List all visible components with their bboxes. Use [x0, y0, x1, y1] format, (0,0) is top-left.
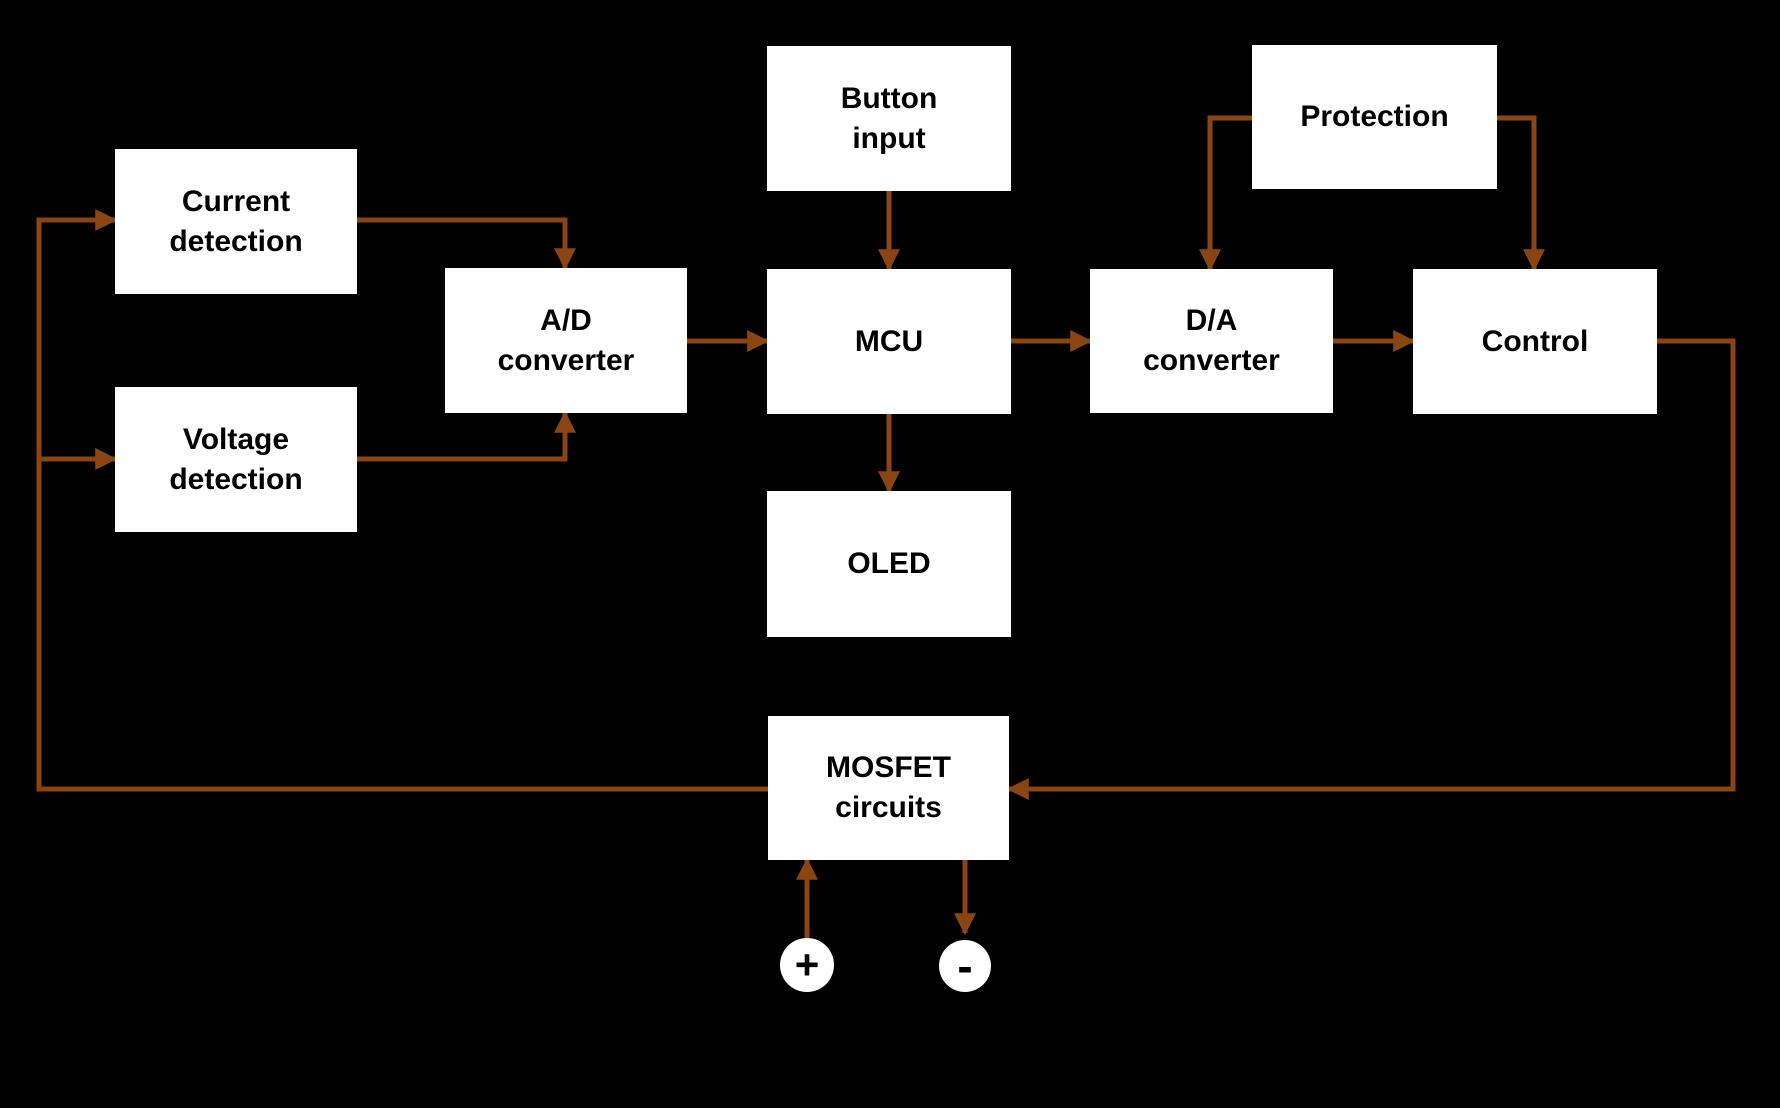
- arrow-current-detection-to-ad-converter: [357, 217, 577, 271]
- block-label-control: Control: [1481, 324, 1589, 358]
- arrow-control-to-mosfet-circuits: [1006, 338, 1736, 801]
- block-label-mosfet-circuits: MOSFET circuits: [826, 751, 951, 824]
- negative-terminal-label: -: [957, 940, 973, 992]
- block-label-mcu: MCU: [854, 324, 924, 358]
- negative-terminal: -: [939, 940, 991, 992]
- arrow-mosfet-feedback-to-current-detection: [36, 208, 768, 792]
- block-label-protection: Protection: [1300, 100, 1449, 133]
- block-label-voltage-detection: Voltage detection: [169, 422, 303, 496]
- positive-terminal: +: [780, 938, 834, 992]
- block-label-da-converter: D/A converter: [1143, 304, 1280, 377]
- block-da-converter: D/A converter: [1090, 269, 1333, 413]
- block-oled: OLED: [767, 491, 1011, 637]
- block-label-current-detection: Current detection: [169, 184, 303, 258]
- block-label-ad-converter: A/D converter: [497, 303, 635, 377]
- block-current-detection: Current detection: [115, 149, 357, 294]
- block-label-button-input: Button input: [840, 81, 938, 155]
- block-control: Control: [1413, 269, 1657, 414]
- positive-terminal-label: +: [794, 941, 820, 988]
- block-button-input: Button input: [767, 46, 1011, 191]
- arrow-protection-to-control: [1497, 115, 1546, 272]
- block-protection: Protection: [1252, 45, 1497, 189]
- block-mosfet-circuits: MOSFET circuits: [768, 716, 1009, 860]
- block-ad-converter: A/D converter: [445, 268, 687, 413]
- block-label-oled: OLED: [847, 547, 931, 580]
- block-voltage-detection: Voltage detection: [115, 387, 357, 532]
- block-mcu: MCU: [767, 269, 1011, 414]
- arrow-protection-to-da-converter: [1198, 115, 1252, 272]
- arrow-voltage-detection-to-ad-converter: [357, 410, 577, 462]
